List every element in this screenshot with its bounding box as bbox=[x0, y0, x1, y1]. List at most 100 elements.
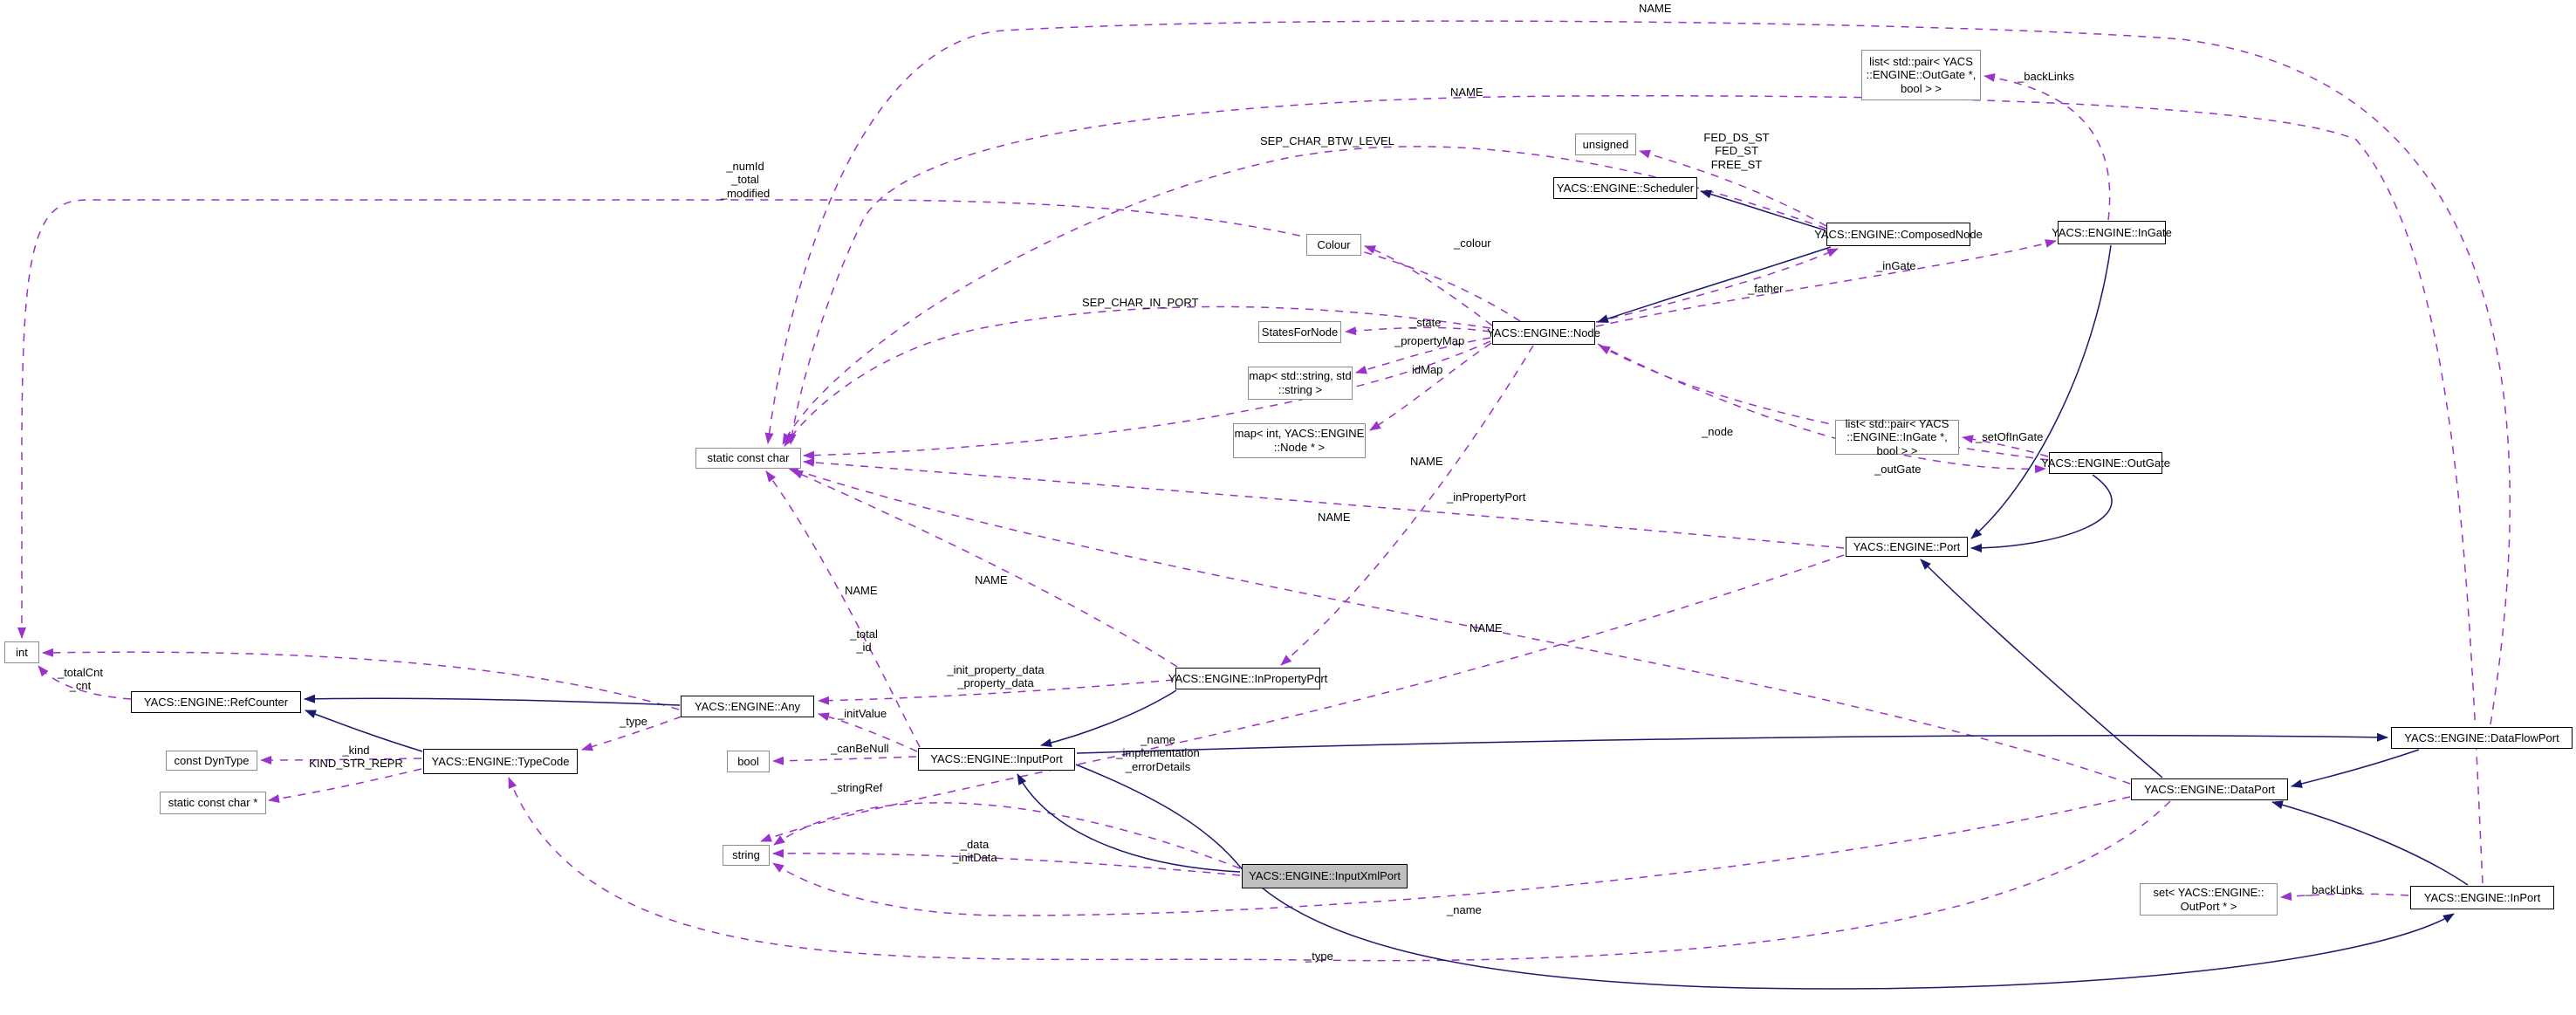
edge-kind-str-repr bbox=[268, 768, 422, 804]
class-box-any[interactable]: YACS::ENGINE::Any bbox=[681, 696, 814, 717]
edge-totalcnt-cnt bbox=[38, 665, 132, 700]
edge-label-init-property-data: _init_property_data _property_data bbox=[947, 663, 1045, 690]
type-box-map-int-node: map< int, YACS::ENGINE ::Node * > bbox=[1233, 423, 1366, 458]
edge-outgate-port bbox=[1970, 474, 2113, 552]
edge-label-name-input: NAME bbox=[845, 584, 878, 597]
edge-name-right bbox=[787, 95, 2484, 884]
class-box-type-code[interactable]: YACS::ENGINE::TypeCode bbox=[423, 749, 578, 774]
edge-composednode-scheduler bbox=[1700, 189, 1826, 231]
edge-sep-char-in-port bbox=[784, 305, 1491, 447]
edge-label-stringref: _stringRef bbox=[831, 781, 883, 794]
edge-label-sep-char-btw-level: SEP_CHAR_BTW_LEVEL bbox=[1260, 134, 1394, 147]
edge-stringref bbox=[773, 802, 1241, 869]
class-box-ref-counter[interactable]: YACS::ENGINE::RefCounter bbox=[131, 691, 301, 713]
edge-any-refcounter bbox=[304, 694, 681, 706]
edge-label-name-right: NAME bbox=[1450, 86, 1483, 99]
edge-dataflowport-dataport bbox=[2291, 749, 2420, 788]
edge-node bbox=[1599, 345, 2049, 461]
type-box-string: string bbox=[723, 845, 770, 866]
edge-init-property-data bbox=[818, 679, 1175, 705]
edge-typecode-refcounter bbox=[305, 710, 423, 752]
edge-setofingate bbox=[1962, 435, 2049, 457]
edge-label-total-id: _total _id bbox=[850, 628, 878, 655]
edge-label-setofingate: _setOfInGate bbox=[1976, 430, 2044, 443]
class-box-data-port[interactable]: YACS::ENGINE::DataPort bbox=[2131, 778, 2288, 800]
edge-father bbox=[1595, 248, 1839, 323]
edge-inputport-dataflowport bbox=[1076, 732, 2388, 754]
edge-kind bbox=[260, 755, 422, 765]
type-box-const-dyn-type: const DynType bbox=[166, 751, 257, 771]
edge-state bbox=[1345, 326, 1491, 336]
edge-label-name-bottom: _name bbox=[1447, 903, 1482, 916]
edge-label-name-dataport: NAME bbox=[1470, 621, 1503, 634]
type-box-states-for-node: StatesForNode bbox=[1258, 321, 1341, 343]
edge-label-backlinks-top: _backLinks bbox=[2018, 70, 2075, 83]
class-box-in-gate[interactable]: YACS::ENGINE::InGate bbox=[2052, 221, 2172, 244]
edge-label-type-bottom: _type bbox=[1305, 950, 1333, 963]
class-box-port[interactable]: YACS::ENGINE::Port bbox=[1846, 537, 1968, 557]
edge-label-canbenull: _canBeNull bbox=[831, 742, 889, 755]
edge-name-node bbox=[803, 340, 1491, 460]
edge-name-bottom bbox=[772, 796, 2131, 916]
edge-initvalue bbox=[818, 712, 918, 752]
type-box-map-string: map< std::string, std ::string > bbox=[1248, 367, 1353, 400]
edge-label-node: _node bbox=[1702, 425, 1734, 438]
class-box-data-flow-port[interactable]: YACS::ENGINE::DataFlowPort bbox=[2391, 727, 2573, 749]
edge-label-inpropertyport: _inPropertyPort bbox=[1447, 490, 1526, 504]
edge-label-idmap: idMap bbox=[1412, 363, 1443, 376]
class-box-composed-node[interactable]: YACS::ENGINE::ComposedNode bbox=[1814, 223, 1983, 246]
edge-fed-states bbox=[1639, 149, 1827, 227]
edge-label-propertymap: _propertyMap bbox=[1394, 334, 1465, 347]
edge-label-outgate: _outGate bbox=[1874, 463, 1922, 476]
class-box-scheduler[interactable]: YACS::ENGINE::Scheduler bbox=[1553, 177, 1697, 199]
type-box-static-const-char: static const char bbox=[695, 448, 801, 469]
edge-label-sep-char-in-port: SEP_CHAR_IN_PORT bbox=[1082, 296, 1199, 309]
class-box-in-port[interactable]: YACS::ENGINE::InPort bbox=[2410, 886, 2554, 909]
edge-label-type-any: _type bbox=[620, 715, 647, 728]
edge-label-numid-total-modified: _numId _total _modified bbox=[720, 160, 771, 200]
type-box-int: int bbox=[4, 641, 39, 663]
class-box-input-xml-port: YACS::ENGINE::InputXmlPort bbox=[1242, 864, 1408, 888]
type-box-unsigned: unsigned bbox=[1575, 134, 1636, 155]
inheritance-edges bbox=[304, 189, 2469, 990]
type-box-colour: Colour bbox=[1306, 234, 1361, 256]
edge-total-id bbox=[42, 648, 680, 710]
edge-type-any bbox=[581, 716, 682, 751]
class-box-node[interactable]: YACS::ENGINE::Node bbox=[1487, 321, 1600, 345]
edge-composednode-node bbox=[1597, 246, 1832, 323]
edge-label-state: _state bbox=[1410, 316, 1442, 329]
edge-inport-dataport bbox=[2271, 800, 2469, 886]
edge-canbenull bbox=[772, 756, 917, 765]
class-box-out-gate[interactable]: YACS::ENGINE::OutGate bbox=[2041, 452, 2170, 474]
edge-name-port bbox=[803, 457, 1845, 549]
edge-label-colour: _colour bbox=[1454, 237, 1491, 250]
usage-edges bbox=[17, 20, 2511, 962]
edge-label-name-top: NAME bbox=[1639, 2, 1672, 15]
edge-label-backlinks-bottom: _backLinks bbox=[2305, 883, 2363, 896]
edge-data-initdata bbox=[772, 848, 1241, 876]
edge-ingate bbox=[1595, 239, 2057, 327]
edge-name-impl-err bbox=[760, 554, 1845, 842]
edge-label-fed-states: FED_DS_ST FED_ST FREE_ST bbox=[1703, 131, 1770, 171]
edge-outgate bbox=[1597, 343, 2046, 474]
edge-name-ipp bbox=[791, 470, 1178, 668]
edge-label-totalcnt-cnt: _totalCnt _cnt bbox=[57, 666, 104, 693]
edge-name-top bbox=[764, 20, 2511, 725]
edge-inputxmlport-inputport bbox=[1017, 773, 1241, 873]
class-box-input-port[interactable]: YACS::ENGINE::InputPort bbox=[918, 748, 1075, 771]
edge-idmap bbox=[1369, 342, 1492, 431]
edge-colour bbox=[1364, 245, 1493, 326]
class-box-in-property-port[interactable]: YACS::ENGINE::InPropertyPort bbox=[1168, 668, 1327, 689]
type-box-set-outport: set< YACS::ENGINE:: OutPort * > bbox=[2140, 883, 2278, 916]
type-box-list-ingate: list< std::pair< YACS ::ENGINE::InGate *… bbox=[1835, 417, 1959, 457]
edge-backlinks-top bbox=[1983, 73, 2111, 221]
edge-inpropertyport-inputport bbox=[1040, 689, 1177, 748]
edge-label-kind: _kind KIND_STR_REPR bbox=[309, 744, 403, 771]
edge-label-name-port: NAME bbox=[1318, 511, 1351, 524]
type-box-list-outgate[interactable]: list< std::pair< YACS ::ENGINE::OutGate … bbox=[1861, 50, 1981, 100]
edge-label-data-initdata: _data _initData bbox=[952, 838, 997, 865]
edge-label-ingate: _inGate bbox=[1876, 259, 1916, 272]
edge-label-name-ipp: NAME bbox=[975, 573, 1008, 586]
